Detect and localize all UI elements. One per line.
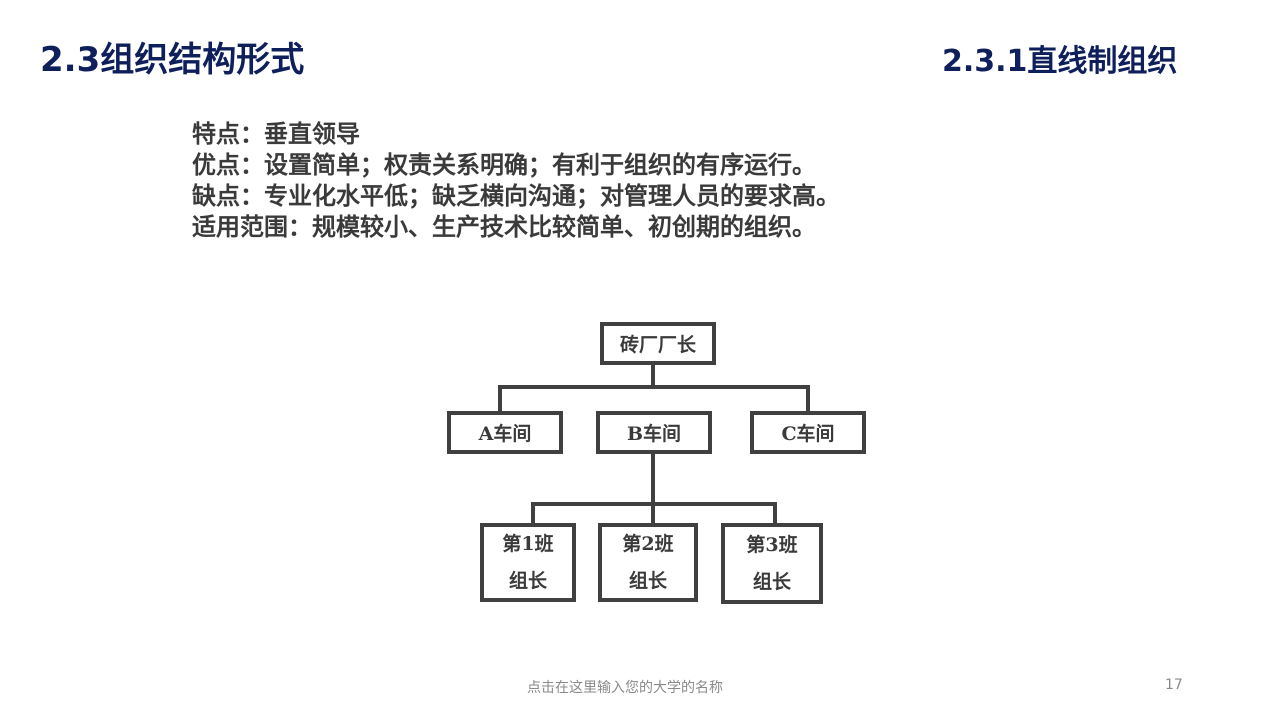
connector-to-team1	[531, 502, 535, 526]
org-node-workshop-a: A车间	[447, 411, 563, 454]
feature-scope: 适用范围：规模较小、生产技术比较简单、初创期的组织。	[192, 213, 816, 241]
org-node-label-line2: 组长	[752, 570, 791, 593]
org-node-label-line2: 组长	[508, 569, 547, 592]
org-node-label: B车间	[626, 423, 682, 445]
org-node-label: A车间	[478, 423, 532, 445]
org-node-team-2: 第2班 组长	[598, 523, 698, 602]
org-node-team-1: 第1班 组长	[480, 523, 576, 602]
footer-university-name[interactable]: 点击在这里输入您的大学的名称	[527, 680, 723, 696]
org-node-label-line1: 第2班	[622, 532, 674, 555]
org-node-label-line1: 第3班	[746, 533, 798, 556]
feature-advantages: 优点：设置简单；权责关系明确；有利于组织的有序运行。	[192, 151, 816, 179]
org-node-workshop-c: C车间	[750, 411, 866, 454]
connector-level1-bar	[498, 385, 810, 389]
connector-root-down	[651, 362, 655, 389]
slide-title: 2.3组织结构形式	[40, 40, 305, 80]
org-node-label-line1: 第1班	[502, 532, 554, 555]
feature-disadvantages: 缺点：专业化水平低；缺乏横向沟通；对管理人员的要求高。	[192, 182, 840, 210]
org-node-label: C车间	[781, 423, 835, 445]
org-node-workshop-b: B车间	[596, 411, 712, 454]
connector-to-c	[806, 385, 810, 415]
slide-subtitle: 2.3.1直线制组织	[942, 44, 1178, 79]
connector-to-a	[498, 385, 502, 415]
connector-to-team2	[651, 502, 655, 526]
connector-b-down	[651, 452, 655, 505]
org-node-team-3: 第3班 组长	[721, 523, 823, 604]
connector-to-team3	[773, 502, 777, 526]
page-number: 17	[1165, 677, 1183, 693]
feature-characteristic: 特点：垂直领导	[192, 120, 360, 148]
org-node-label-line2: 组长	[628, 569, 667, 592]
feature-list: 特点：垂直领导 优点：设置简单；权责关系明确；有利于组织的有序运行。 缺点：专业…	[192, 119, 840, 243]
org-node-label: 砖厂厂长	[619, 334, 696, 356]
org-node-root: 砖厂厂长	[600, 322, 716, 365]
